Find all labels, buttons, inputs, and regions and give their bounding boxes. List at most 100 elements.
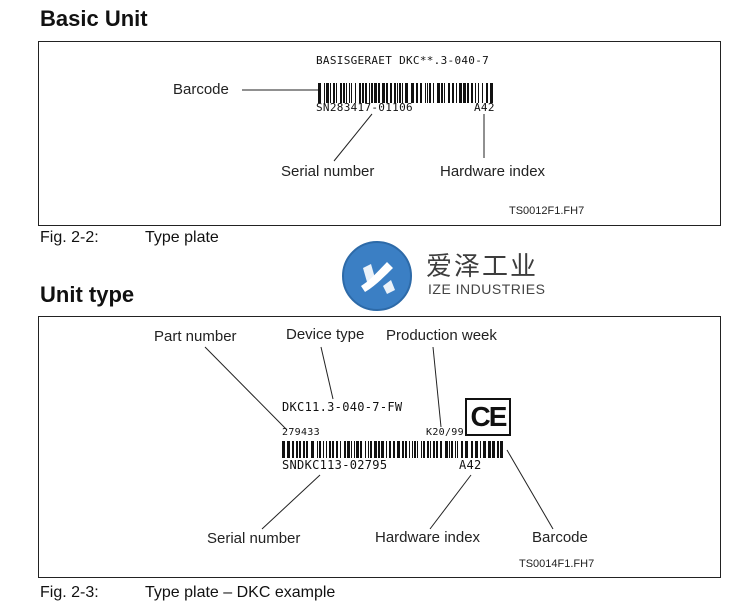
leader-part (204, 346, 288, 431)
barcode-bar (362, 83, 364, 103)
type-plate-dkc-box (38, 316, 721, 578)
barcode-bar (497, 441, 499, 458)
barcode-bar (351, 83, 352, 103)
fig-number-2-2: Fig. 2-2: (40, 229, 99, 246)
barcode-bar (480, 441, 481, 458)
label-barcode-dkc: Barcode (532, 529, 588, 546)
label-device-type: Device type (286, 326, 365, 343)
label-hardware-basic: Hardware index (440, 163, 546, 180)
barcode-bar (389, 441, 391, 458)
barcode-bar (324, 83, 325, 103)
barcode-bar (336, 83, 337, 103)
barcode-bar (483, 441, 486, 458)
barcode-bar (311, 441, 314, 458)
barcode-bar (475, 441, 478, 458)
barcode-bar (354, 441, 355, 458)
leader-barcode-type (506, 449, 554, 530)
barcode-bar (360, 441, 362, 458)
barcode-basic (318, 83, 493, 103)
barcode-bar (326, 83, 329, 103)
barcode-bar (303, 441, 305, 458)
barcode-bar (451, 441, 453, 458)
barcode-bar (440, 441, 442, 458)
barcode-bar (359, 83, 361, 103)
barcode-bar (292, 441, 294, 458)
barcode-bar (330, 83, 331, 103)
barcode-bar (333, 83, 335, 103)
ce-mark-icon: CE (465, 398, 511, 436)
barcode-bar (475, 83, 476, 103)
barcode-bar (319, 441, 321, 458)
serial-code-basic: SN283417-01106 (316, 101, 413, 114)
barcode-bar (390, 83, 392, 103)
ce-mark-text: CE (470, 401, 508, 432)
label-serial-dkc: Serial number (207, 530, 301, 547)
leader-serial-type (261, 474, 321, 530)
heading-unit-type: Unit type (40, 282, 135, 307)
barcode-bar (457, 441, 458, 458)
fig-caption-2-3: Type plate – DKC example (145, 584, 336, 601)
barcode-bar (423, 441, 425, 458)
barcode-bar (365, 83, 367, 103)
barcode-bar (399, 83, 401, 103)
barcode-bar (425, 83, 426, 103)
barcode-bar (287, 441, 290, 458)
leader-hardware-type (429, 474, 472, 530)
type-plate-basic-box (38, 41, 721, 226)
barcode-bar (448, 83, 450, 103)
barcode-bar (461, 441, 463, 458)
barcode-bar (349, 83, 350, 103)
barcode-bar (420, 83, 422, 103)
file-id-basic: TS0012F1.FH7 (509, 205, 585, 217)
barcode-bar (346, 83, 347, 103)
barcode-bar (397, 441, 400, 458)
barcode-bar (471, 441, 473, 458)
hardware-code-dkc: A42 (459, 458, 482, 472)
barcode-bar (459, 83, 462, 103)
barcode-bar (456, 83, 457, 103)
week-code: K20/99 (426, 427, 464, 438)
ize-logo-icon (342, 241, 412, 311)
barcode-bar (430, 441, 431, 458)
barcode-bar (478, 83, 479, 103)
barcode-bar (433, 83, 434, 103)
barcode-bar (326, 441, 327, 458)
barcode-bar (427, 83, 428, 103)
barcode-bar (323, 441, 324, 458)
barcode-bar (436, 441, 438, 458)
leader-device (320, 346, 334, 400)
barcode-bar (332, 441, 334, 458)
part-code: 279433 (282, 427, 320, 438)
barcode-bar (343, 83, 345, 103)
barcode-bar (351, 441, 352, 458)
barcode-bar (336, 441, 338, 458)
barcode-bar (329, 441, 331, 458)
barcode-bar (306, 441, 308, 458)
barcode-bar (296, 441, 298, 458)
barcode-bar (374, 441, 377, 458)
barcode-bar (340, 83, 342, 103)
barcode-bar (344, 441, 346, 458)
barcode-dkc (282, 441, 503, 458)
barcode-bar (417, 441, 418, 458)
barcode-bar (317, 441, 318, 458)
barcode-bar (405, 441, 407, 458)
barcode-bar (465, 441, 468, 458)
barcode-bar (500, 441, 503, 458)
barcode-bar (455, 441, 456, 458)
barcode-bar (482, 83, 483, 103)
barcode-bar (365, 441, 366, 458)
file-id-dkc: TS0014F1.FH7 (519, 558, 595, 570)
barcode-bar (282, 441, 285, 458)
barcode-bar (368, 441, 369, 458)
leader-serial-basic (333, 113, 373, 162)
barcode-bar (412, 441, 413, 458)
barcode-bar (393, 441, 395, 458)
barcode-bar (467, 83, 469, 103)
watermark-chinese: 爱泽工业 (426, 252, 539, 282)
barcode-bar (437, 83, 440, 103)
barcode-bar (356, 441, 359, 458)
barcode-bar (411, 83, 414, 103)
barcode-bar (416, 83, 418, 103)
